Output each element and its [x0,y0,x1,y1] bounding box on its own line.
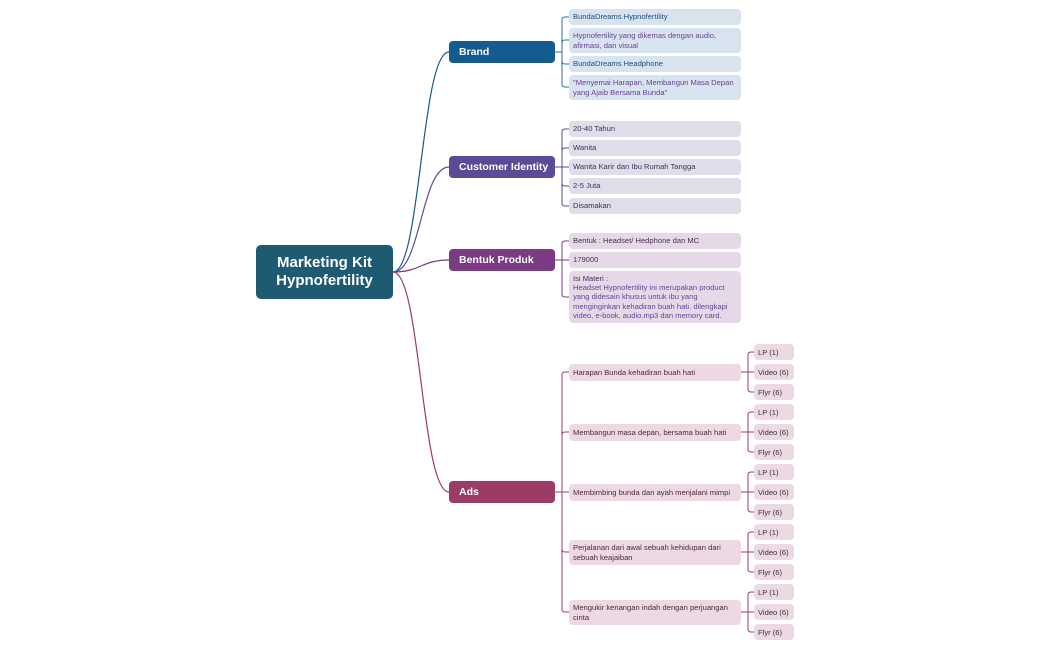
produk-item[interactable]: Isi Materi : Headset Hypnofertility ini … [569,271,741,323]
ads-sub-video[interactable]: Video (6) [754,544,794,560]
branch-brand-label: Brand [459,46,490,58]
customer-item[interactable]: Disamakan [569,198,741,214]
ads-sub-flyr[interactable]: Flyr (6) [754,384,794,400]
ads-sub-lp[interactable]: LP (1) [754,584,794,600]
ads-sub-flyr[interactable]: Flyr (6) [754,504,794,520]
ads-sub-label: Video (6) [758,547,789,557]
ads-sub-lp[interactable]: LP (1) [754,404,794,420]
ads-sub-video[interactable]: Video (6) [754,604,794,620]
customer-item[interactable]: 2-5 Juta [569,178,741,194]
ads-item[interactable]: Harapan Bunda kehadiran buah hati [569,364,741,381]
ads-sub-label: Video (6) [758,367,789,377]
ads-sub-label: LP (1) [758,527,779,537]
branch-brand[interactable]: Brand [449,41,555,63]
brand-item-text: Hypnofertility yang dikemas dengan audio… [573,31,717,50]
ads-sub-flyr[interactable]: Flyr (6) [754,444,794,460]
brand-item-text: BundaDreams Hypnofertility [573,12,668,22]
ads-sub-label: Flyr (6) [758,627,783,637]
brand-item[interactable]: "Menyemai Harapan, Membangun Masa Depan … [569,75,741,100]
ads-sub-label: LP (1) [758,467,779,477]
customer-item[interactable]: 20-40 Tahun [569,121,741,137]
produk-item[interactable]: 179000 [569,252,741,268]
produk-materi-description: Headset Hypnofertility ini merupakan pro… [573,283,728,320]
ads-item[interactable]: Membangun masa depan, bersama buah hati [569,424,741,441]
ads-item-text: Membimbing bunda dan ayah menjalani mimp… [573,487,731,497]
root-node[interactable]: Marketing Kit Hypnofertility [256,245,393,299]
ads-sub-label: Flyr (6) [758,447,783,457]
ads-sub-label: Video (6) [758,487,789,497]
ads-sub-label: Video (6) [758,607,789,617]
ads-sub-video[interactable]: Video (6) [754,424,794,440]
customer-item-text: Disamakan [573,201,611,211]
brand-item-text: "Menyemai Harapan, Membangun Masa Depan … [573,78,734,97]
ads-item[interactable]: Membimbing bunda dan ayah menjalani mimp… [569,484,741,501]
brand-item[interactable]: BundaDreams Headphone [569,56,741,72]
ads-sub-label: Flyr (6) [758,507,783,517]
ads-sub-video[interactable]: Video (6) [754,484,794,500]
ads-item-text: Harapan Bunda kehadiran buah hati [573,367,696,377]
ads-sub-lp[interactable]: LP (1) [754,344,794,360]
ads-sub-flyr[interactable]: Flyr (6) [754,624,794,640]
customer-item[interactable]: Wanita [569,140,741,156]
ads-sub-label: Video (6) [758,427,789,437]
ads-item-text: Perjalanan dari awal sebuah kehidupan da… [573,543,721,562]
customer-item-text: 20-40 Tahun [573,124,616,134]
customer-item-text: Wanita [573,143,597,153]
brand-item-text: BundaDreams Headphone [573,59,663,69]
ads-item[interactable]: Perjalanan dari awal sebuah kehidupan da… [569,540,741,565]
customer-item-text: Wanita Karir dan Ibu Rumah Tangga [573,162,696,172]
branch-ads[interactable]: Ads [449,481,555,503]
ads-sub-video[interactable]: Video (6) [754,364,794,380]
root-title-line1: Marketing Kit [276,254,372,271]
branch-bentuk-produk[interactable]: Bentuk Produk [449,249,555,271]
branch-bentuk-produk-label: Bentuk Produk [459,254,534,266]
customer-item-text: 2-5 Juta [573,181,601,191]
brand-item[interactable]: Hypnofertility yang dikemas dengan audio… [569,28,741,53]
ads-item-text: Membangun masa depan, bersama buah hati [573,427,727,437]
ads-sub-label: LP (1) [758,407,779,417]
branch-customer-identity[interactable]: Customer Identity [449,156,555,178]
ads-sub-label: Flyr (6) [758,567,783,577]
ads-sub-lp[interactable]: LP (1) [754,524,794,540]
root-title-line2: Hypnofertility [276,272,373,289]
ads-item-text: Mengukir kenangan indah dengan perjuanga… [573,603,728,622]
produk-item-text: Bentuk : Headset/ Hedphone dan MC [573,236,700,246]
ads-sub-label: Flyr (6) [758,387,783,397]
branch-ads-label: Ads [459,486,479,498]
produk-item[interactable]: Bentuk : Headset/ Hedphone dan MC [569,233,741,249]
produk-item-text: 179000 [573,255,599,265]
produk-materi-heading: Isi Materi : [573,274,609,283]
ads-sub-label: LP (1) [758,347,779,357]
branch-customer-identity-label: Customer Identity [459,161,549,173]
brand-item[interactable]: BundaDreams Hypnofertility [569,9,741,25]
ads-item[interactable]: Mengukir kenangan indah dengan perjuanga… [569,600,741,625]
ads-sub-lp[interactable]: LP (1) [754,464,794,480]
customer-item[interactable]: Wanita Karir dan Ibu Rumah Tangga [569,159,741,175]
ads-sub-flyr[interactable]: Flyr (6) [754,564,794,580]
ads-sub-label: LP (1) [758,587,779,597]
